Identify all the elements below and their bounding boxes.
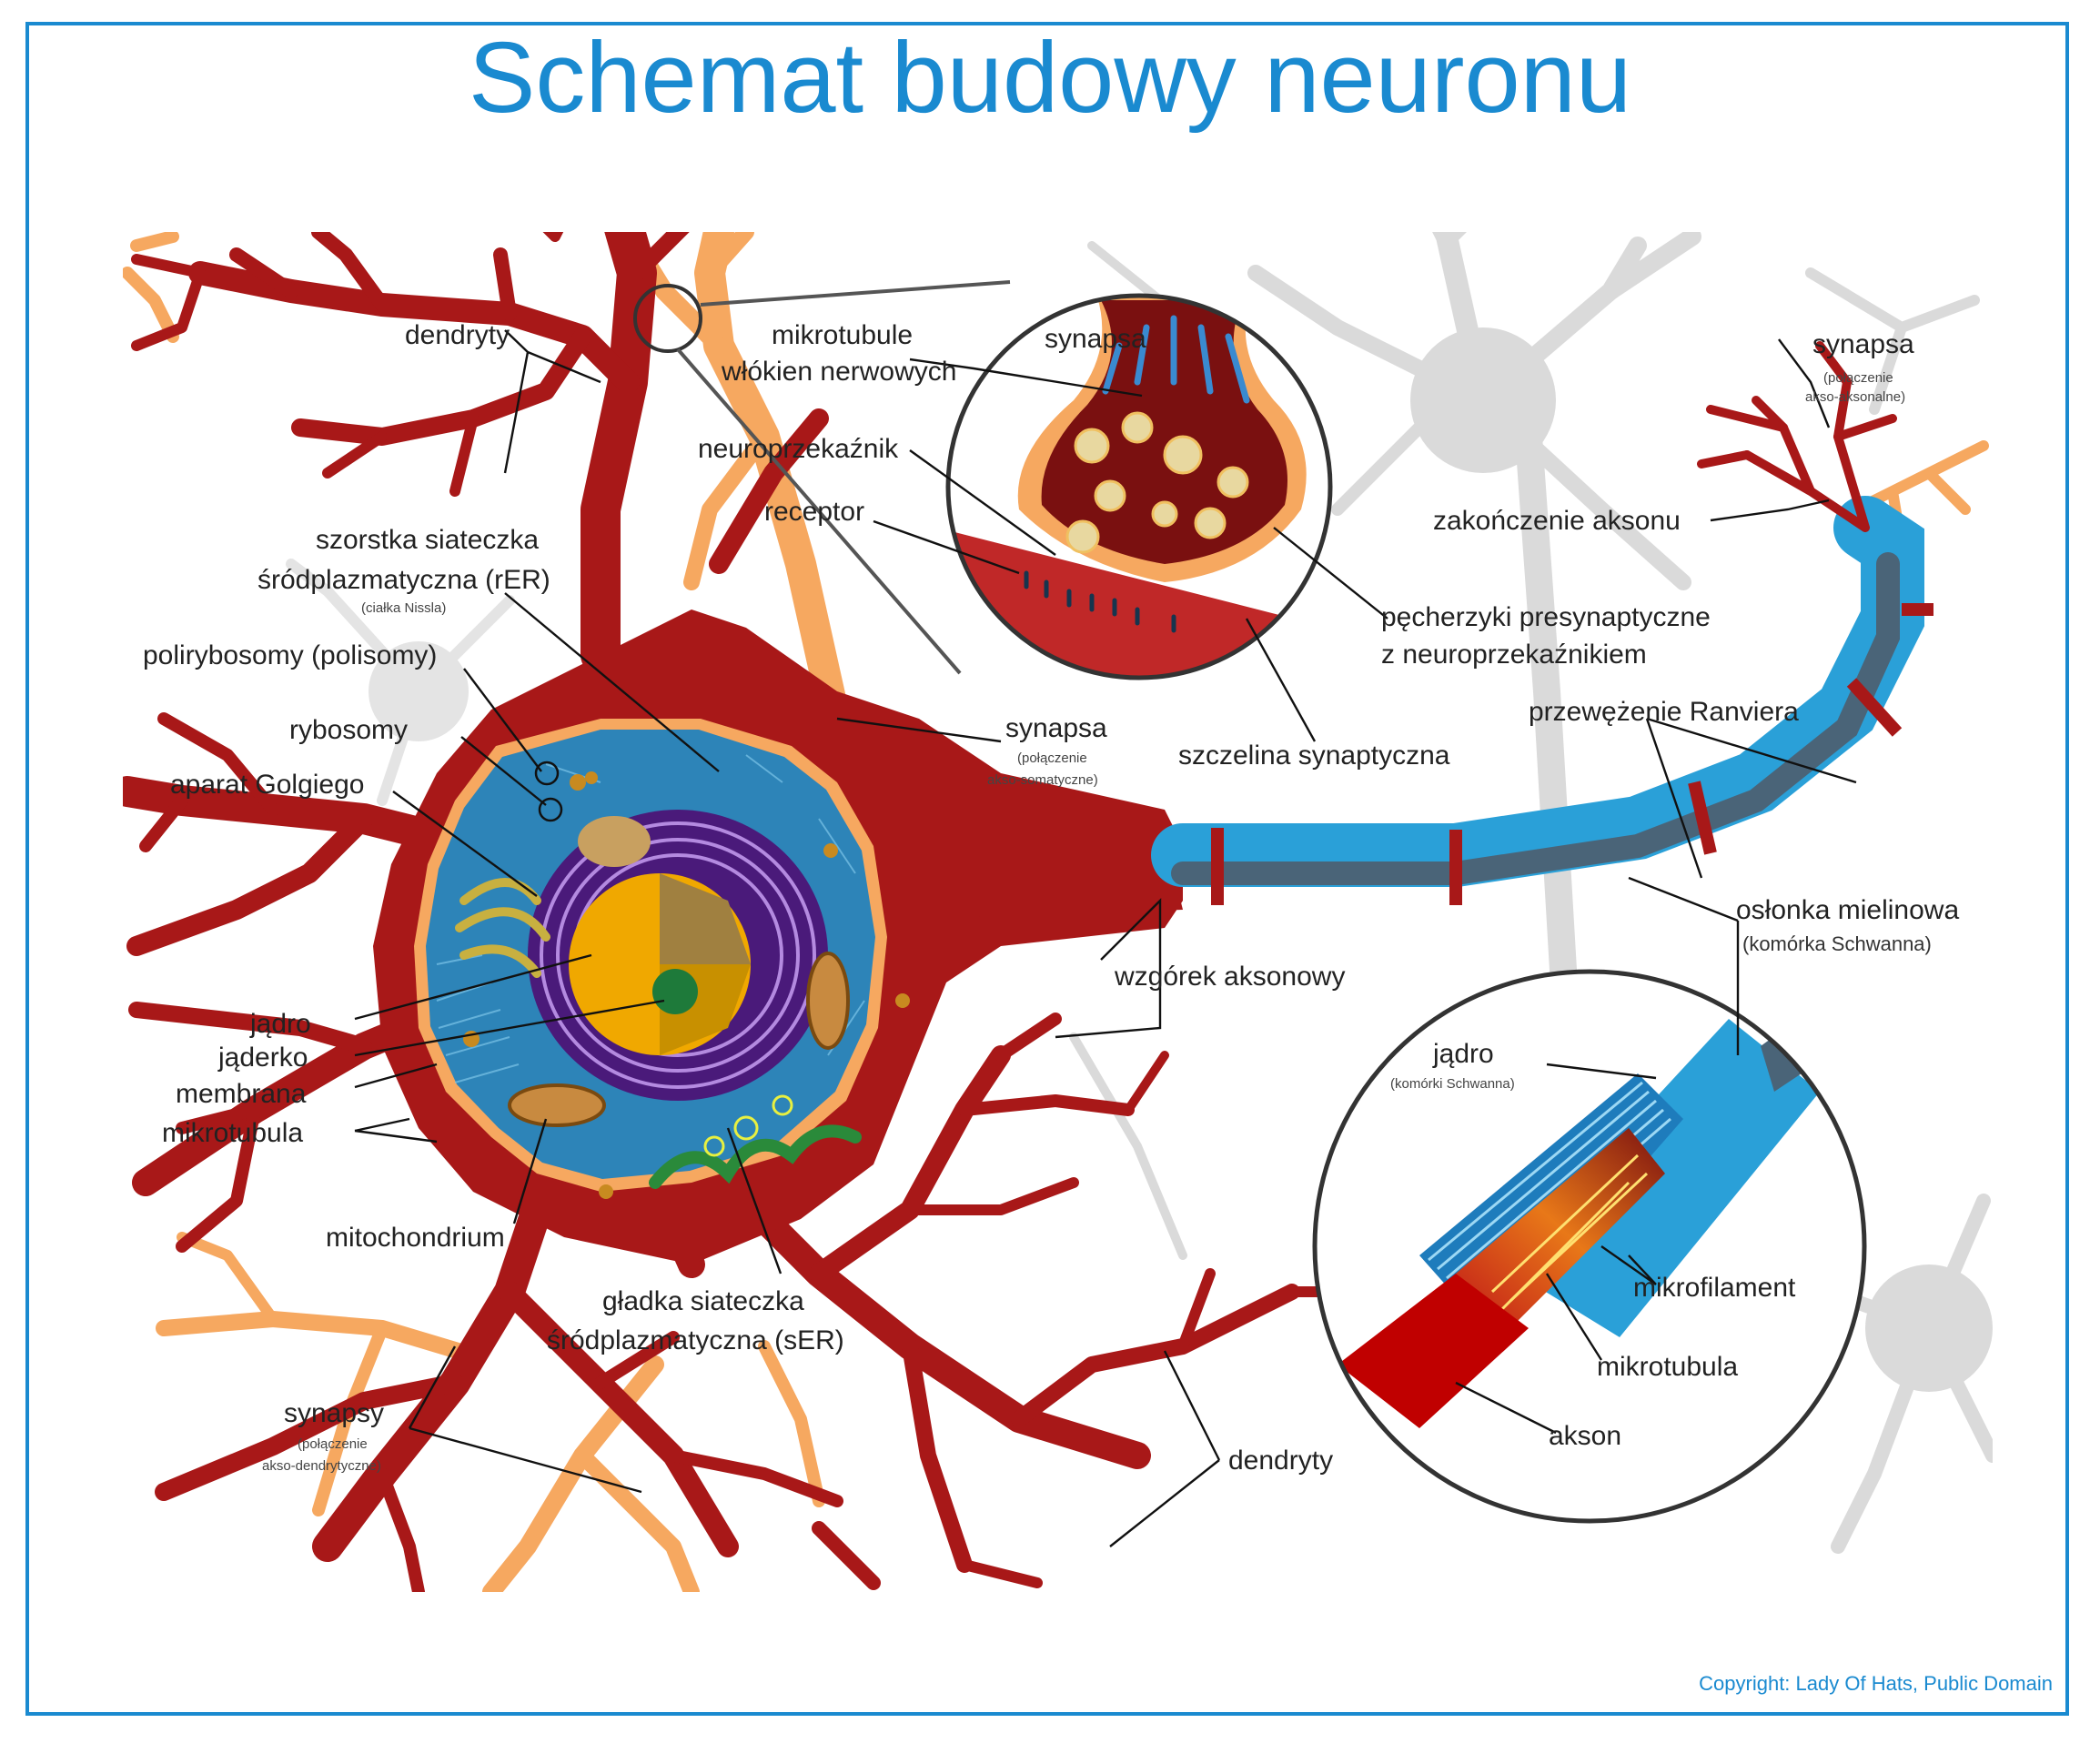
- label-oslonka: osłonka mielinowa: [1736, 895, 1959, 925]
- label-synapsa-right-sub1: (połączenie: [1823, 370, 1893, 386]
- label-gladka-2: śródplazmatyczna (sER): [547, 1325, 844, 1355]
- label-jadro-schwann: jądro: [1432, 1039, 1494, 1069]
- label-mikrofilament: mikrofilament: [1633, 1273, 1796, 1303]
- label-mitochondrium: mitochondrium: [326, 1223, 505, 1253]
- label-pecherzyki-2: z neuroprzekaźnikiem: [1381, 640, 1647, 670]
- label-synapsa-soma: synapsa: [1005, 713, 1107, 743]
- label-synapsa-soma-sub2: akso-somatyczne): [987, 772, 1098, 788]
- label-szorstka-2: śródplazmatyczna (rER): [257, 565, 550, 595]
- label-wzgorek: wzgórek aksonowy: [1114, 962, 1345, 992]
- axon: [910, 341, 1933, 919]
- label-synapsy-sub1: (połączenie: [298, 1436, 368, 1452]
- leader-lines: [354, 329, 1857, 1547]
- label-zakonczenie-aksonu: zakończenie aksonu: [1433, 506, 1681, 536]
- label-synapsa-right: synapsa: [1812, 329, 1914, 359]
- label-szorstka-sub: (ciałka Nissla): [361, 600, 446, 616]
- label-wlokien: włókien nerwowych: [721, 357, 956, 387]
- label-synapsy: synapsy: [284, 1398, 384, 1428]
- label-rybosomy: rybosomy: [289, 715, 408, 745]
- label-jadro: jądro: [249, 1009, 311, 1039]
- label-membrana: membrana: [176, 1079, 307, 1109]
- label-pecherzyki-1: pęcherzyki presynaptyczne: [1381, 602, 1711, 632]
- label-jadro-schwann-sub: (komórki Schwanna): [1390, 1076, 1515, 1092]
- label-polirybosomy: polirybosomy (polisomy): [143, 640, 437, 670]
- label-szczelina: szczelina synaptyczna: [1178, 741, 1450, 771]
- label-dendryty-bottom: dendryty: [1228, 1446, 1333, 1476]
- label-akson: akson: [1549, 1421, 1621, 1451]
- label-mikrotubule: mikrotubule: [772, 320, 913, 350]
- label-szorstka-1: szorstka siateczka: [316, 525, 539, 555]
- label-receptor: receptor: [764, 497, 864, 527]
- label-neuroprzekaznik: neuroprzekaźnik: [698, 434, 899, 464]
- label-przewezenie: przewężenie Ranviera: [1529, 697, 1799, 727]
- diagram-frame: [25, 22, 2069, 1716]
- label-aparat-golgiego: aparat Golgiego: [170, 770, 365, 800]
- label-synapsy-sub2: akso-dendrytyczne): [262, 1458, 381, 1474]
- label-jaderko: jąderko: [217, 1043, 308, 1073]
- cell-interior: [414, 719, 910, 1199]
- copyright-notice: Copyright: Lady Of Hats, Public Domain: [1699, 1672, 2053, 1695]
- label-dendryty-top: dendryty: [405, 320, 510, 350]
- diagram-labels: dendryty mikrotubule włókien nerwowych n…: [143, 320, 1959, 1476]
- label-synapsa-soma-sub1: (połączenie: [1017, 751, 1087, 766]
- label-mikrotubula-axon: mikrotubula: [1597, 1352, 1738, 1382]
- label-mikrotubula: mikrotubula: [162, 1118, 303, 1148]
- label-oslonka-sub: (komórka Schwanna): [1742, 932, 1932, 955]
- page-title: Schemat budowy neuronu: [468, 22, 1632, 134]
- synapse-zoom: [633, 280, 1333, 680]
- label-synapsa-zoom: synapsa: [1045, 324, 1146, 354]
- label-synapsa-right-sub2: akso-aksonalne): [1805, 389, 1905, 405]
- axon-zoom: [1312, 969, 1867, 1524]
- label-gladka-1: gładka siateczka: [602, 1286, 804, 1316]
